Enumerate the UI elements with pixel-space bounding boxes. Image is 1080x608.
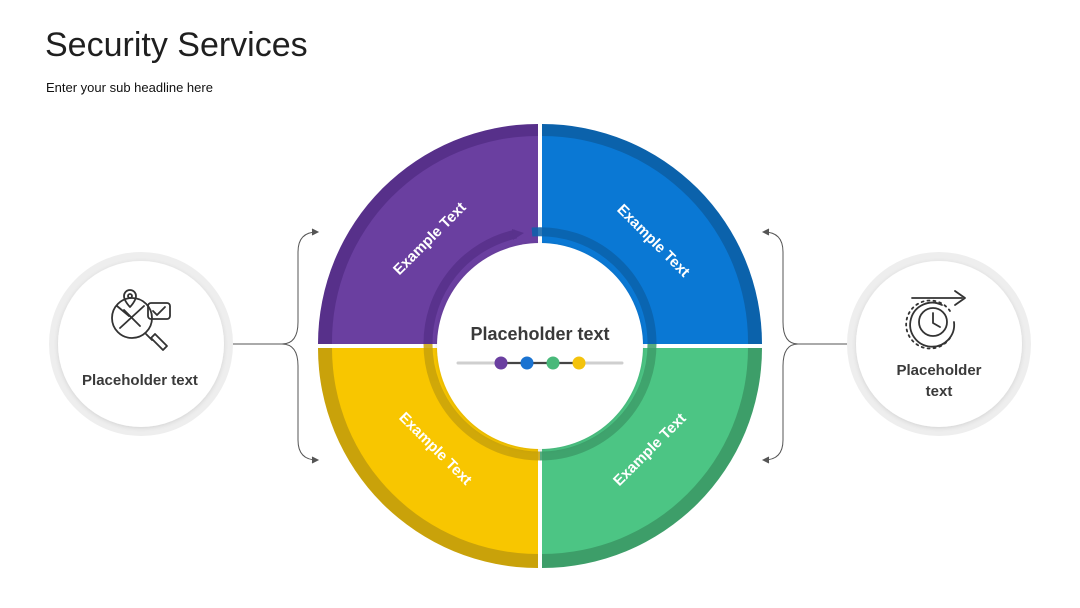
right-node-label: Placeholder text xyxy=(864,360,1014,402)
left-node xyxy=(49,252,233,436)
location-search-icon xyxy=(111,289,171,351)
right-node-label-line2: text xyxy=(925,383,953,400)
page-title: Security Services xyxy=(45,26,308,64)
right-node-label-line1: Placeholder xyxy=(896,362,982,379)
page-subtitle: Enter your sub headline here xyxy=(46,80,213,95)
right-node xyxy=(847,252,1031,436)
center-dot-purple xyxy=(494,356,508,370)
center-label: Placeholder text xyxy=(470,324,609,344)
center-dot-green xyxy=(546,356,560,370)
left-node-label: Placeholder text xyxy=(82,372,198,389)
inner-cycle-ring xyxy=(423,227,657,461)
left-brace xyxy=(233,228,320,464)
center-dot-blue xyxy=(520,356,534,370)
center-circle xyxy=(437,243,643,449)
right-brace xyxy=(761,228,847,464)
center-dot-line xyxy=(456,356,624,370)
center-dot-yellow xyxy=(572,356,586,370)
clock-arrow-icon xyxy=(905,290,966,350)
